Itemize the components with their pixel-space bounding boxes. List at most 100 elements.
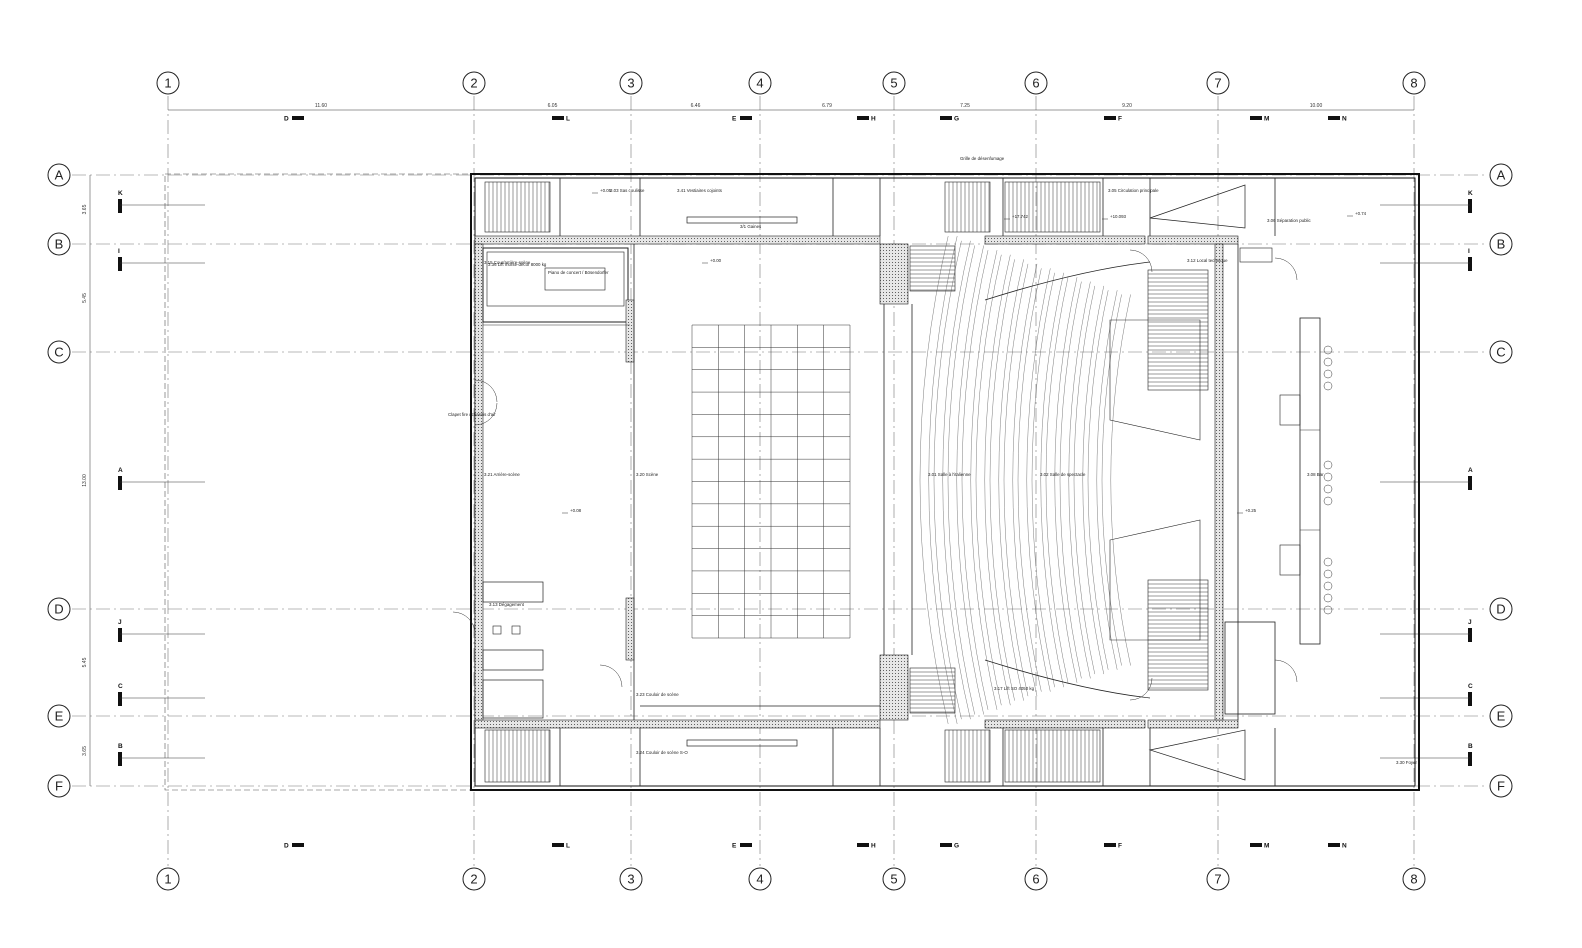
section-marker-label: F [1118,843,1122,850]
section-marker [1468,628,1472,642]
section-marker [118,692,122,706]
axis-label: D [54,602,63,617]
axis-bubble: 3 [619,867,643,891]
axis-bubble: F [47,774,71,798]
section-marker [740,843,752,847]
axis-bubble: E [47,704,71,728]
axis-bubble: 6 [1024,867,1048,891]
section-marker-label: L [566,843,570,850]
section-marker [552,843,564,847]
axis-bubble: 6 [1024,71,1048,95]
forecourt-outline [164,173,472,791]
axis-label: 1 [164,872,171,887]
section-marker-label: A [1468,467,1473,474]
dimension-label: 6.46 [691,103,701,109]
axis-label: 6 [1032,76,1039,91]
axis-label: 3 [627,872,634,887]
elevation-mark: +0.74 [1355,211,1367,216]
axis-bubble: D [1489,597,1513,621]
stage-area [452,243,913,721]
section-marker-label: D [284,843,289,850]
room-label: 3.36 Lift monte-décor 8000 kg [488,262,547,267]
room-label: 3.06 Séparation public [1267,218,1311,223]
section-marker [118,752,122,766]
axis-bubble: 3 [619,71,643,95]
section-marker [1250,116,1262,120]
axis-label: F [55,779,63,794]
section-marker-label: L [566,116,570,123]
axis-bubble: 1 [156,71,180,95]
section-marker-label: E [732,116,737,123]
section-marker [857,116,869,120]
axis-label: 8 [1410,872,1417,887]
section-marker [1468,692,1472,706]
section-marker-label: E [732,843,737,850]
dimension-label: 7.25 [960,103,970,109]
section-marker-label: D [284,116,289,123]
section-marker [1104,116,1116,120]
axis-bubble: C [47,340,71,364]
axis-label: 4 [756,872,763,887]
wedge-shapes [1148,184,1246,781]
section-marker-label: M [1264,116,1269,123]
section-marker [1328,843,1340,847]
axis-bubble: 7 [1206,867,1230,891]
axis-label: 3 [627,76,634,91]
service-strip-north [474,178,1276,245]
section-marker [118,628,122,642]
section-marker-label: A [118,467,123,474]
drawing-note: 3/1 Gaines [740,224,762,229]
section-marker [940,843,952,847]
section-marker-label: I [118,248,120,255]
axis-bubble: 1 [156,867,180,891]
auditorium-seating [919,236,1201,724]
dimension-label: 10.00 [1310,103,1323,109]
axis-bubble: C [1489,340,1513,364]
section-marker [552,116,564,120]
dimension-label: 3.65 [82,204,88,214]
elevation-mark: +0.25 [1245,508,1257,513]
section-marker-label: B [118,743,123,750]
section-marker [1104,843,1116,847]
axis-bubble: 5 [882,71,906,95]
axis-label: 8 [1410,76,1417,91]
service-strip-south [474,719,1276,786]
dimension-label: 13.00 [82,474,88,487]
section-marker-label: N [1342,843,1347,850]
elevation-mark: +0.05 [600,188,612,193]
section-marker-label: B [1468,743,1473,750]
room-label: 3.08 Bar [1307,472,1324,477]
axis-label: B [1497,237,1506,252]
axis-bubble: A [1489,163,1513,187]
axis-label: 2 [470,76,477,91]
axis-bubble: 8 [1402,71,1426,95]
room-label: 3.41 Vestiaires cojoints [677,188,723,193]
axis-bubble: D [47,597,71,621]
axis-bubble: 8 [1402,867,1426,891]
axis-bubble: 2 [462,71,486,95]
elevation-mark: +0.00 [710,258,722,263]
room-label: 3.13 Dégagement [489,602,525,607]
room-label: 3.24 Couloir de scène S-O [636,750,688,755]
section-marker [857,843,869,847]
section-marker-label: M [1264,843,1269,850]
section-marker [292,843,304,847]
section-marker-label: H [871,843,876,850]
room-label: 3.02 Salle de spectacle [1040,472,1086,477]
section-marker [118,476,122,490]
axis-label: C [54,345,63,360]
room-label: 3.20 Scène [636,472,659,477]
section-marker [1468,257,1472,271]
dimension-label: 5.45 [82,293,88,303]
section-marker [118,257,122,271]
dimension-label: 9.20 [1122,103,1132,109]
section-marker [740,116,752,120]
section-marker-label: K [118,190,123,197]
section-marker [118,199,122,213]
section-marker-label: I [1468,248,1470,255]
axis-label: A [1497,168,1506,183]
room-label: 3.23 Couloir de scène [636,692,679,697]
axis-label: 2 [470,872,477,887]
